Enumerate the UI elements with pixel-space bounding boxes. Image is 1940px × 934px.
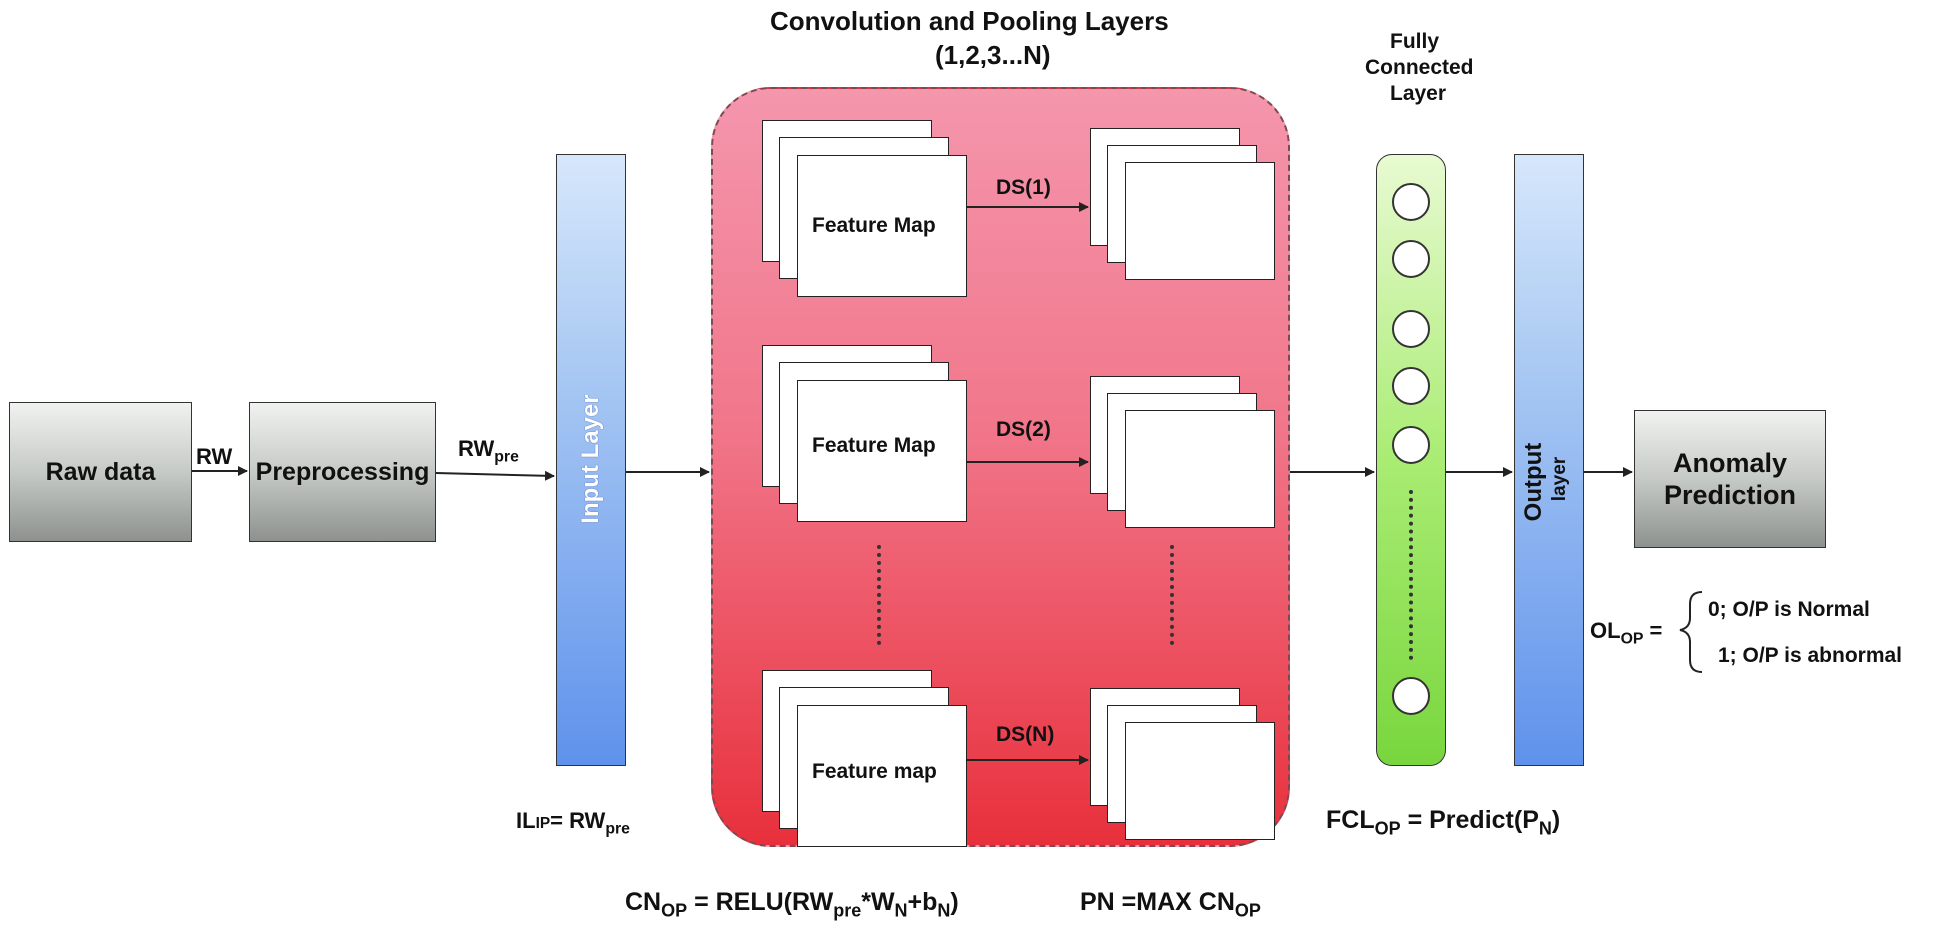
- preprocessing-label: Preprocessing: [255, 457, 430, 486]
- formula-pn: PN =MAX CNOP: [1080, 888, 1261, 921]
- feature-map-n-label: Feature map: [812, 760, 937, 783]
- cn-end: ): [950, 888, 959, 916]
- input-layer-bar: [556, 154, 626, 766]
- feature-map-2-label: Feature Map: [812, 434, 936, 457]
- fcl-title-line2: Connected: [1365, 56, 1474, 79]
- ds-label-n: DS(N): [996, 723, 1055, 746]
- preprocessing-box: Preprocessing: [249, 402, 436, 542]
- pooled-ellipsis: [1170, 545, 1178, 645]
- feature-map-ellipsis: [877, 545, 885, 645]
- raw-data-label: Raw data: [45, 457, 156, 486]
- rwpre-base: RW: [458, 436, 495, 461]
- formula-ol: OLOP =: [1590, 618, 1662, 649]
- il-rest: = RW: [550, 808, 606, 833]
- fcl-node-4: [1392, 367, 1430, 405]
- cn-s2: N: [894, 900, 908, 921]
- il-base: IL: [516, 808, 536, 833]
- edge-label-rw: RW: [196, 444, 233, 469]
- output-layer-bar: [1514, 154, 1584, 766]
- arrow-pre-to-input: [435, 470, 555, 481]
- rwpre-sub: pre: [494, 448, 519, 466]
- output-case-abnormal: 1; O/P is abnormal: [1718, 644, 1903, 667]
- cn-s3: N: [937, 900, 951, 921]
- fcl-node-2: [1392, 240, 1430, 278]
- feature-map-1-label: Feature Map: [812, 214, 936, 237]
- fcl-title-line1: Fully: [1390, 30, 1440, 53]
- edge-label-rwpre: RWpre: [458, 436, 519, 467]
- output-case-normal: 0; O/P is Normal: [1708, 598, 1870, 621]
- formula-cn: CNOP = RELU(RWpre*WN+bN): [625, 888, 959, 921]
- fcl-base: FCL: [1326, 806, 1375, 834]
- pooled-1-front: [1125, 162, 1275, 280]
- ol-rest: =: [1643, 618, 1663, 643]
- cn-sub: OP: [661, 900, 688, 921]
- cn-m1: *W: [861, 888, 895, 916]
- fcl-s2: N: [1538, 818, 1552, 839]
- ol-base: OL: [1590, 618, 1621, 643]
- fcl-node-3: [1392, 310, 1430, 348]
- fcl-ellipsis: [1409, 490, 1417, 660]
- anomaly-prediction-box: Anomaly Prediction: [1634, 410, 1826, 548]
- cn-m2: +b: [907, 888, 938, 916]
- formula-fcl: FCLOP = Predict(PN): [1326, 806, 1560, 839]
- pn-base: PN =MAX CN: [1080, 888, 1235, 916]
- raw-data-box: Raw data: [9, 402, 192, 542]
- fcl-node-1: [1392, 183, 1430, 221]
- pooled-2-front: [1125, 410, 1275, 528]
- feature-map-2-front: [797, 380, 967, 522]
- cn-s1: pre: [833, 900, 862, 921]
- feature-map-1-front: [797, 155, 967, 297]
- fcl-rest: = Predict(P: [1400, 806, 1539, 834]
- fcl-sub: OP: [1374, 818, 1401, 839]
- fcl-end: ): [1551, 806, 1561, 834]
- conv-title-line1: Convolution and Pooling Layers: [770, 6, 1169, 36]
- pn-sub: OP: [1234, 900, 1261, 921]
- fcl-title-line3: Layer: [1390, 82, 1447, 105]
- output-brace: [1679, 591, 1703, 673]
- pooled-n-front: [1125, 722, 1275, 840]
- ds-label-1: DS(1): [996, 176, 1051, 199]
- fcl-node-n: [1392, 677, 1430, 715]
- anomaly-label-line2: Prediction: [1663, 480, 1797, 510]
- ds-label-2: DS(2): [996, 418, 1051, 441]
- cn-base: CN: [625, 888, 662, 916]
- il-rest-sub: pre: [605, 820, 630, 838]
- conv-title-line2: (1,2,3...N): [935, 40, 1051, 70]
- fcl-node-5: [1392, 426, 1430, 464]
- formula-il: ILIP= RWpre: [516, 808, 630, 839]
- ol-sub: OP: [1620, 630, 1644, 648]
- cn-rest: = RELU(RW: [687, 888, 834, 916]
- feature-map-n-front: [797, 705, 967, 847]
- il-sub: IP: [535, 815, 551, 832]
- anomaly-label-line1: Anomaly: [1672, 447, 1788, 478]
